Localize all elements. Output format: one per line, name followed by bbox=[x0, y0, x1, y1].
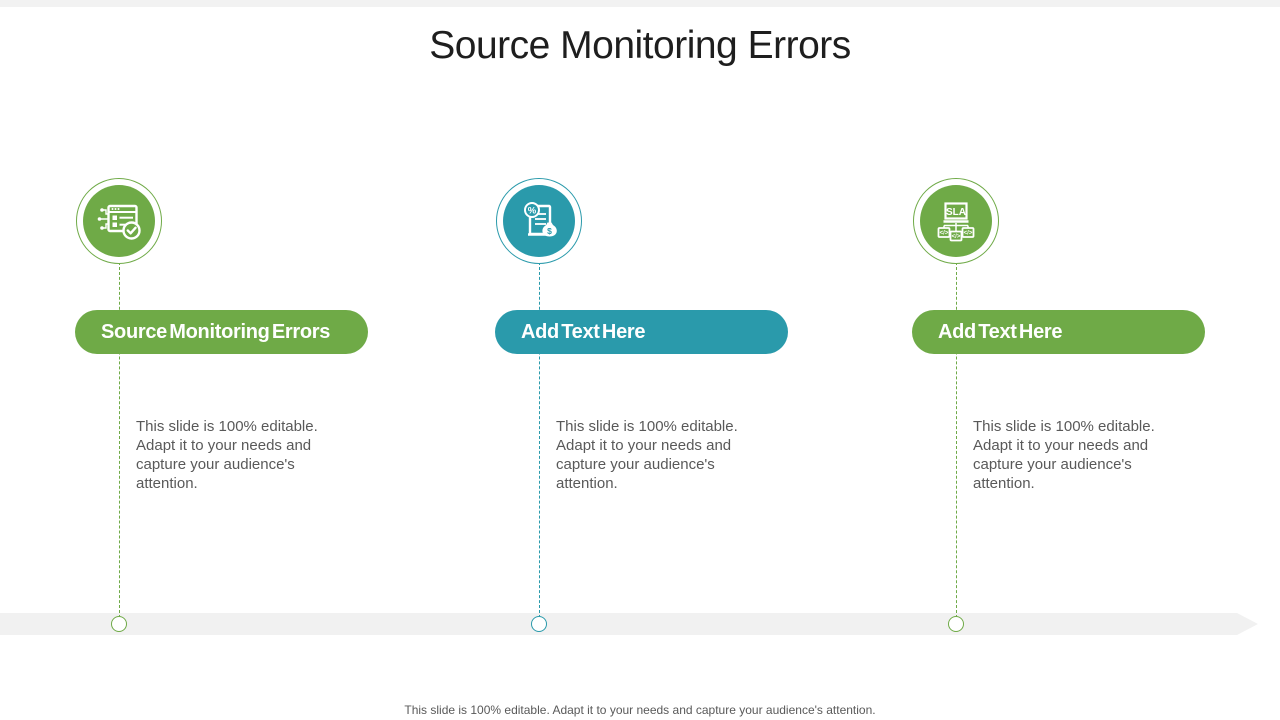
dashed-connector-line bbox=[119, 262, 120, 618]
slide-title: Source Monitoring Errors bbox=[429, 24, 851, 67]
svg-text:%: % bbox=[528, 206, 537, 217]
description-text: This slide is 100% editable. Adapt it to… bbox=[556, 418, 738, 492]
heading-pill: Add Text Here bbox=[495, 310, 788, 354]
svg-text:</>: </> bbox=[964, 231, 973, 237]
heading-pill: Source Monitoring Errors bbox=[75, 310, 368, 354]
dashed-connector-line bbox=[539, 262, 540, 618]
svg-text:</>: </> bbox=[940, 231, 949, 237]
timeline-node bbox=[948, 616, 964, 632]
timeline-node bbox=[531, 616, 547, 632]
dashed-connector-line bbox=[956, 262, 957, 618]
timeline-column-1: Source Monitoring Errors This slide is 1… bbox=[75, 0, 369, 720]
timeline-column-2: % $ Add Text Here This slide is 100% edi… bbox=[495, 0, 789, 720]
description-text: This slide is 100% editable. Adapt it to… bbox=[973, 418, 1155, 492]
checklist-network-icon bbox=[83, 185, 155, 257]
heading-pill: Add Text Here bbox=[912, 310, 1205, 354]
svg-text:$: $ bbox=[547, 226, 552, 236]
timeline-node bbox=[111, 616, 127, 632]
footer-note: This slide is 100% editable. Adapt it to… bbox=[404, 703, 876, 717]
sla-code-icon: SLA </> </> </> bbox=[920, 185, 992, 257]
invoice-percent-money-icon: % $ bbox=[503, 185, 575, 257]
timeline-arrow-band bbox=[0, 613, 1258, 635]
description-text: This slide is 100% editable. Adapt it to… bbox=[136, 418, 318, 492]
svg-text:</>: </> bbox=[952, 234, 961, 240]
timeline-column-3: SLA </> </> </> Add Text Here This slide… bbox=[912, 0, 1206, 720]
svg-text:SLA: SLA bbox=[946, 207, 966, 218]
top-accent-strip bbox=[0, 0, 1280, 7]
